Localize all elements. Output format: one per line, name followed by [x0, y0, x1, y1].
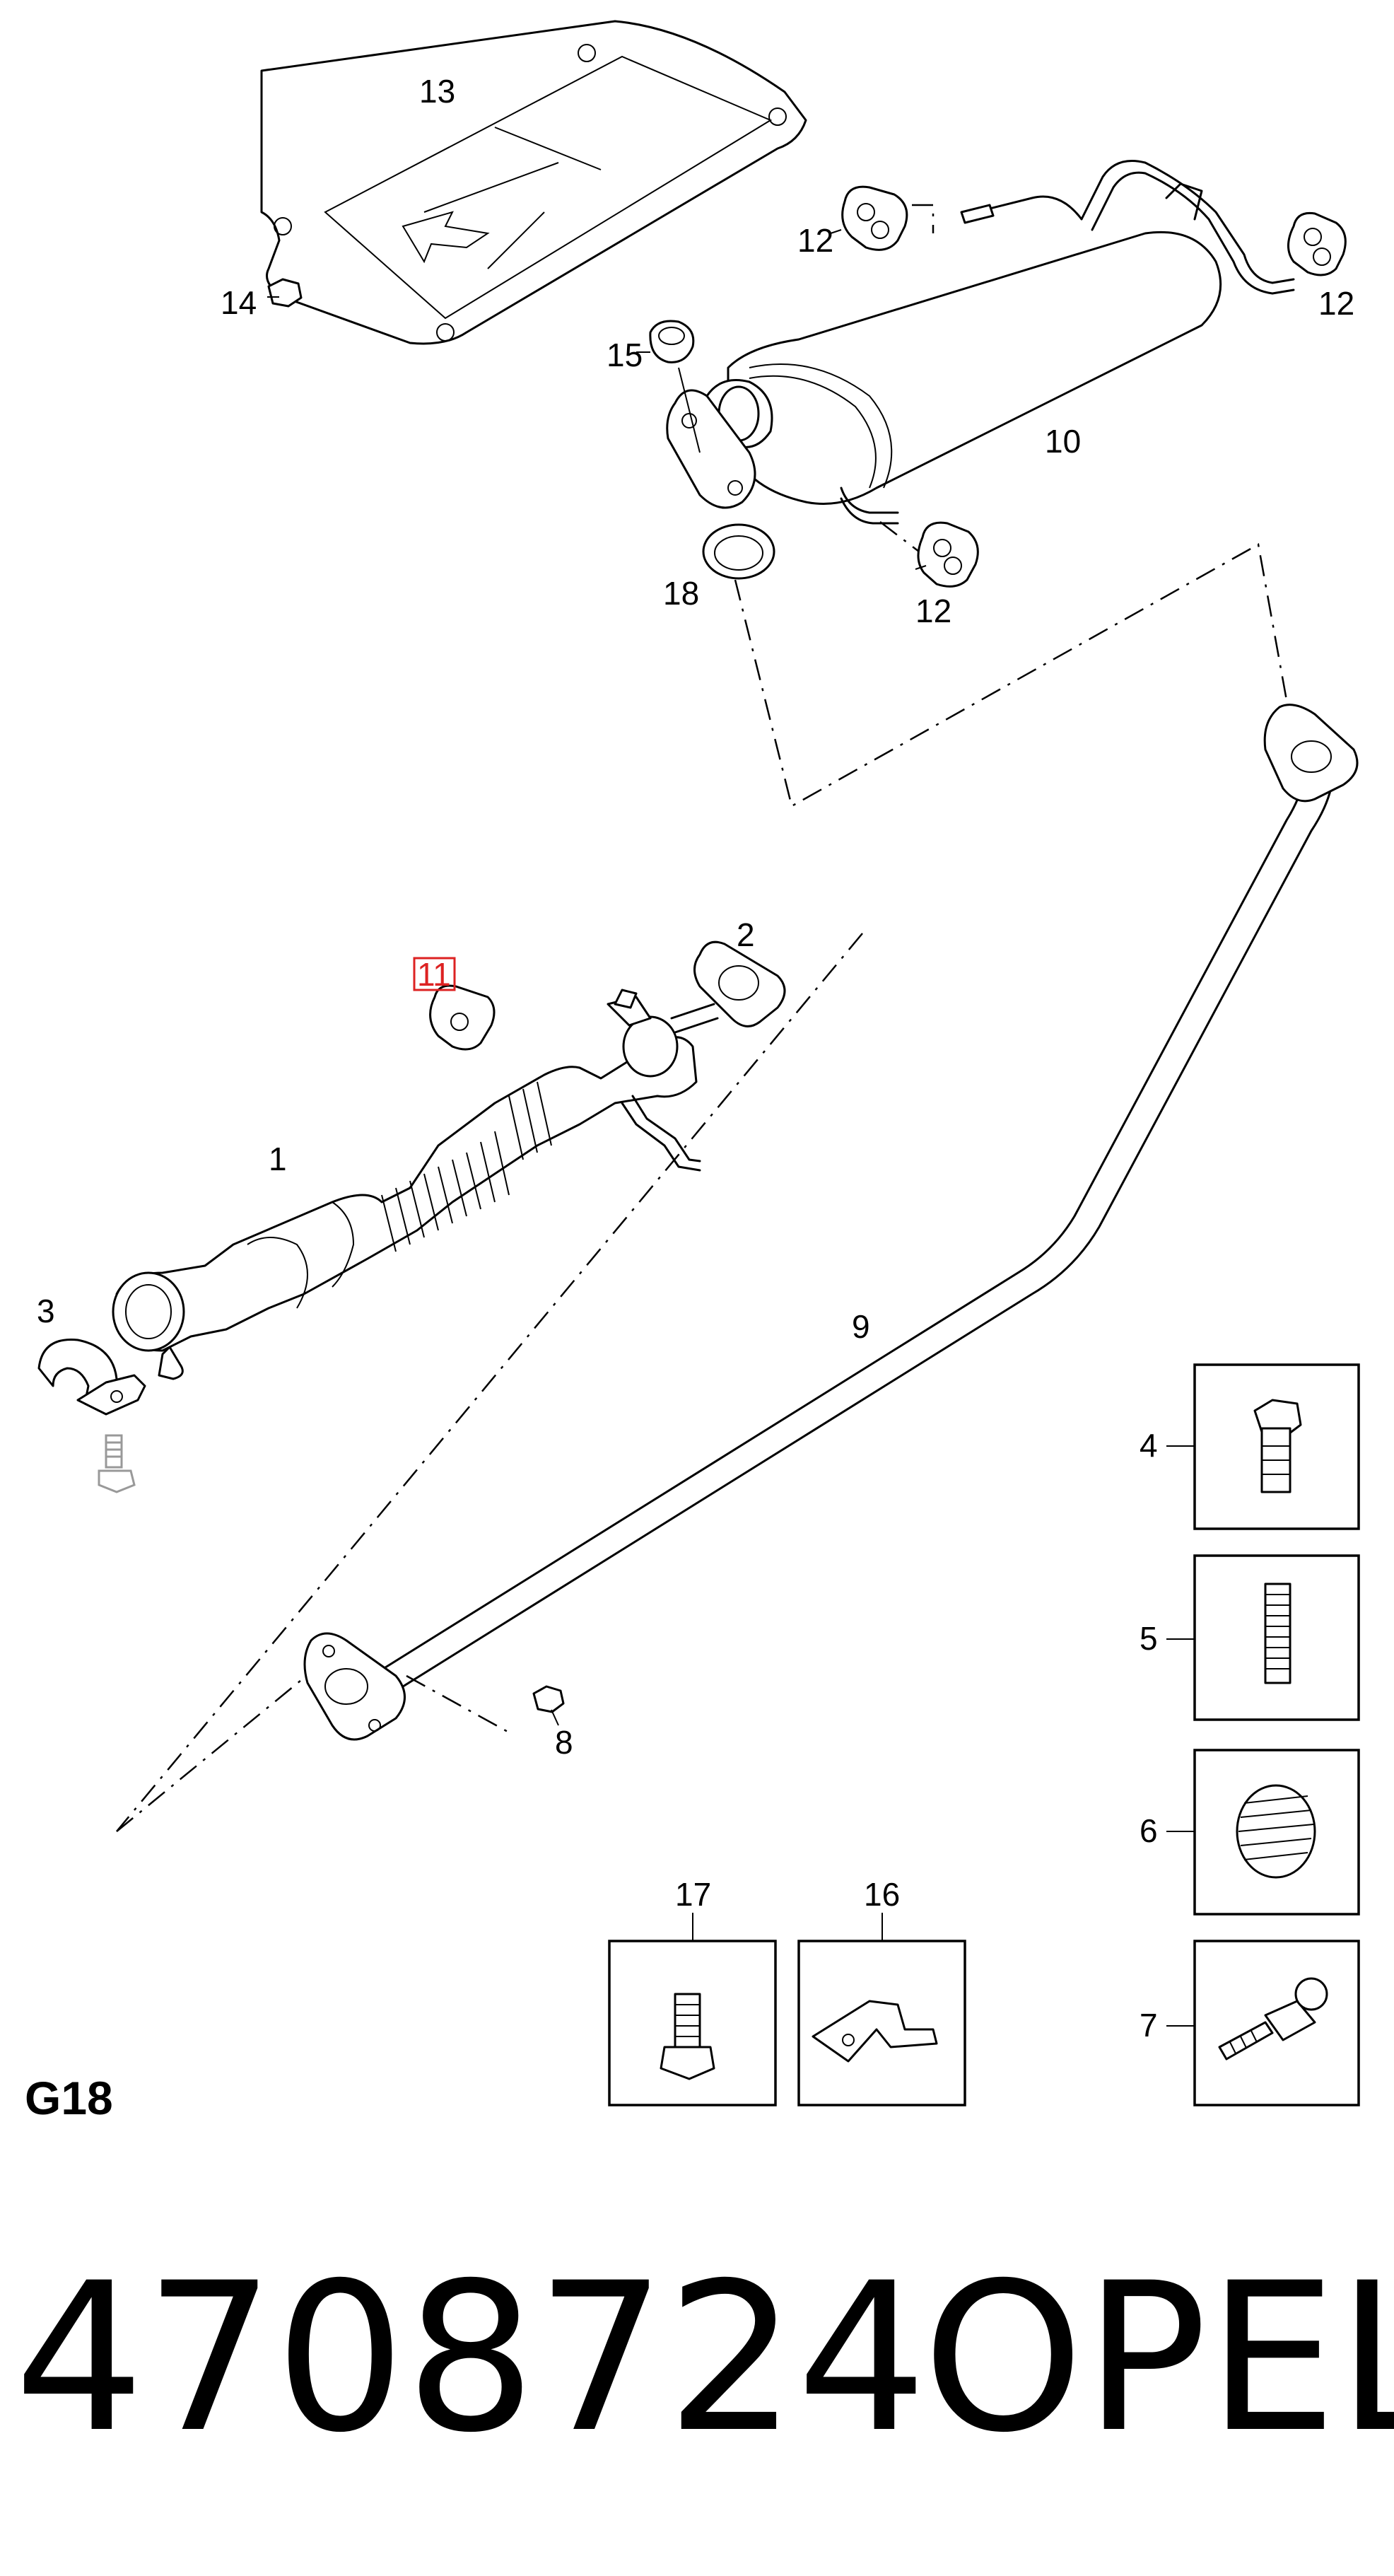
rubber-hanger-part-12-b[interactable]: [1287, 211, 1347, 276]
box-part-17[interactable]: [608, 1913, 777, 2106]
label-1: 1: [269, 1141, 287, 1177]
box-part-7[interactable]: [1193, 1940, 1360, 2106]
label-18: 18: [663, 575, 699, 612]
label-12-b: 12: [1318, 285, 1354, 322]
box-part-16[interactable]: [797, 1913, 966, 2106]
highlight-box-11: [413, 957, 456, 991]
box-part-5[interactable]: [1193, 1554, 1360, 1721]
intermediate-pipe-part-9[interactable]: [303, 704, 1359, 1741]
label-8: 8: [555, 1724, 573, 1761]
rubber-hanger-part-12-c[interactable]: [879, 521, 979, 588]
label-11[interactable]: 11: [417, 956, 451, 993]
label-4: 4: [1140, 1427, 1158, 1464]
rear-muffler-part-10[interactable]: [705, 160, 1295, 525]
part-number: 4708724: [14, 2239, 927, 2478]
gasket-ring-part-18[interactable]: [702, 523, 775, 580]
label-2: 2: [737, 916, 755, 953]
rubber-hanger-part-12-a[interactable]: [830, 185, 935, 251]
heat-shield-part-13[interactable]: [260, 20, 807, 345]
box-part-4[interactable]: [1193, 1363, 1360, 1530]
label-12-c: 12: [915, 593, 951, 629]
label-7: 7: [1140, 2007, 1158, 2044]
label-6: 6: [1140, 1812, 1158, 1849]
label-3: 3: [37, 1293, 55, 1329]
label-14: 14: [221, 284, 257, 321]
label-10: 10: [1045, 423, 1081, 460]
nut-part-15[interactable]: [636, 320, 695, 363]
label-16: 16: [864, 1876, 900, 1913]
hanger-part-11[interactable]: [429, 984, 496, 1051]
label-12-a: 12: [797, 222, 833, 259]
muffler-flange: [666, 367, 756, 509]
gasket-part-2[interactable]: [693, 940, 786, 1027]
label-15: 15: [607, 337, 643, 373]
box-part-6[interactable]: [1193, 1749, 1360, 1916]
label-17: 17: [675, 1876, 711, 1913]
brand-name: OPEL: [922, 2239, 1394, 2478]
label-9: 9: [852, 1308, 870, 1345]
nut-part-8[interactable]: [532, 1685, 565, 1726]
bolt-grey: [98, 1434, 136, 1493]
clamp-part-3[interactable]: [37, 1339, 146, 1416]
engine-code: G18: [25, 2072, 113, 2124]
nut-part-14[interactable]: [267, 278, 303, 308]
front-pipe-catalyst-part-1[interactable]: [112, 989, 719, 1380]
label-13: 13: [419, 73, 455, 110]
label-5: 5: [1140, 1620, 1158, 1657]
